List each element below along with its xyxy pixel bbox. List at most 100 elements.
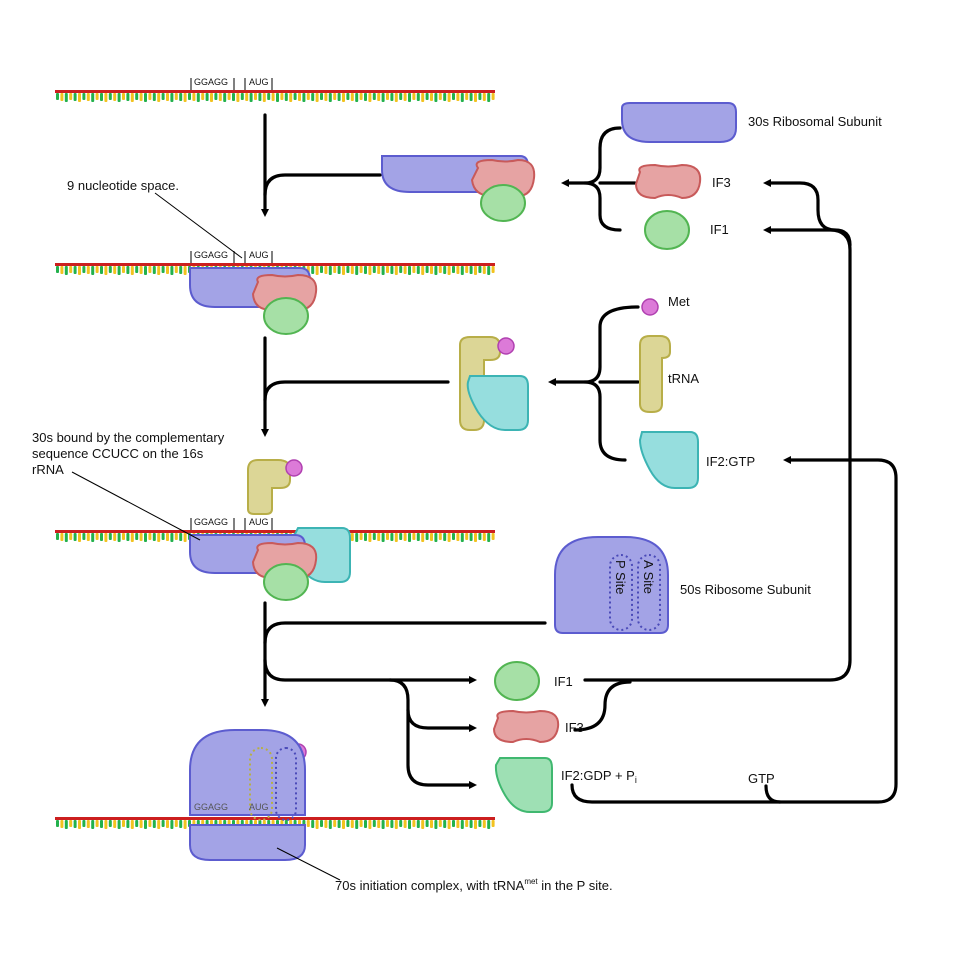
nucleotide-base	[298, 93, 301, 101]
nucleotide-base	[73, 266, 77, 274]
nucleotide-base	[179, 266, 183, 274]
nucleotide-base	[491, 820, 495, 827]
nucleotide-base	[183, 93, 187, 102]
nucleotide-base	[254, 93, 257, 100]
pi-subscript: i	[635, 775, 637, 785]
nucleotide-base	[465, 820, 469, 827]
nucleotide-base	[157, 266, 161, 275]
nucleotide-base	[104, 93, 108, 102]
nucleotide-base	[359, 93, 363, 100]
nucleotide-base	[333, 266, 337, 273]
nucleotide-base	[452, 266, 455, 273]
nucleotide-base	[148, 533, 152, 540]
nucleotide-base	[311, 820, 315, 828]
nucleotide-base	[355, 820, 359, 829]
nucleotide-base	[478, 93, 482, 100]
nucleotide-base	[421, 93, 425, 102]
nucleotide-base	[179, 533, 183, 541]
nucleotide-base	[438, 93, 442, 100]
complex-text-a: 70s initiation complex, with tRNA	[335, 878, 525, 893]
nucleotide-base	[487, 93, 491, 102]
sd-sequence-label: GGAGG	[194, 802, 228, 812]
nucleotide-base	[416, 93, 420, 101]
nucleotide-base	[394, 93, 398, 102]
nucleotide-base	[144, 266, 147, 275]
nucleotide-base	[196, 93, 200, 102]
nucleotide-base	[183, 820, 187, 829]
label-bound-line-2: sequence CCUCC on the 16s	[32, 446, 204, 461]
nucleotide-base	[386, 820, 389, 827]
a-site-label: A Site	[641, 560, 656, 594]
nucleotide-base	[69, 533, 73, 540]
nucleotide-base	[130, 93, 134, 102]
nucleotide-base	[320, 93, 323, 100]
nucleotide-base	[311, 93, 315, 101]
nucleotide-base	[337, 93, 341, 101]
nucleotide-base	[205, 93, 209, 101]
gtp-recycle-arrow	[570, 456, 898, 804]
nucleotide-base	[425, 533, 429, 540]
nucleotide-base	[232, 93, 235, 101]
nucleotide-base	[416, 266, 420, 274]
nucleotide-base	[447, 820, 451, 829]
nucleotide-base	[293, 93, 297, 100]
nucleotide-base	[210, 93, 213, 102]
nucleotide-base	[350, 533, 354, 541]
rna-backbone	[55, 90, 495, 93]
nucleotide-base	[56, 533, 59, 540]
sd-sequence-label: GGAGG	[194, 77, 228, 87]
nucleotide-base	[328, 93, 332, 102]
nucleotide-base	[227, 93, 231, 100]
nucleotide-base	[183, 533, 187, 542]
nucleotide-base	[170, 266, 174, 275]
nucleotide-base	[183, 266, 187, 275]
nucleotide-base	[403, 533, 407, 541]
start-codon-label: AUG	[249, 517, 269, 527]
nucleotide-base	[447, 533, 451, 542]
nucleotide-base	[438, 533, 442, 540]
nucleotide-base	[377, 93, 381, 101]
nucleotide-base	[240, 93, 244, 100]
nucleotide-base	[179, 820, 183, 828]
nucleotide-base	[82, 533, 86, 540]
nucleotide-base	[421, 820, 425, 829]
nucleotide-base	[430, 533, 433, 541]
nucleotide-base	[157, 533, 161, 542]
nucleotide-base	[306, 820, 310, 827]
nucleotide-base	[130, 820, 134, 829]
nucleotide-base	[324, 820, 328, 828]
gtp-join	[764, 784, 782, 804]
nucleotide-base	[60, 820, 64, 828]
nucleotide-base	[113, 266, 117, 274]
nucleotide-base	[487, 266, 491, 275]
trna-shape	[247, 459, 291, 515]
nucleotide-base	[64, 820, 68, 829]
nucleotide-base	[152, 820, 156, 828]
if1-shape	[480, 184, 526, 222]
nucleotide-base	[333, 820, 337, 827]
nucleotide-base	[214, 93, 218, 100]
nucleotide-base	[69, 93, 73, 100]
nucleotide-base	[113, 93, 117, 101]
brace-trna	[583, 305, 640, 462]
nucleotide-base	[152, 533, 156, 541]
nucleotide-base	[386, 533, 389, 540]
nucleotide-base	[179, 93, 183, 101]
trna-icon	[639, 335, 671, 413]
nucleotide-base	[117, 93, 121, 102]
nucleotide-base	[372, 820, 376, 827]
nucleotide-base	[443, 533, 447, 541]
nucleotide-base	[342, 266, 345, 275]
nucleotide-base	[478, 266, 482, 273]
nucleotide-base	[430, 93, 433, 101]
nucleotide-base	[447, 93, 451, 102]
nucleotide-base	[491, 93, 495, 100]
if2-shape	[466, 375, 529, 431]
nucleotide-base	[359, 533, 363, 540]
nucleotide-base	[174, 266, 178, 273]
label-70s-complex: 70s initiation complex, with tRNAmet in …	[335, 877, 613, 893]
nucleotide-base	[456, 533, 460, 541]
nucleotide-base	[456, 820, 460, 828]
nucleotide-base	[174, 820, 178, 827]
nucleotide-base	[381, 93, 385, 102]
